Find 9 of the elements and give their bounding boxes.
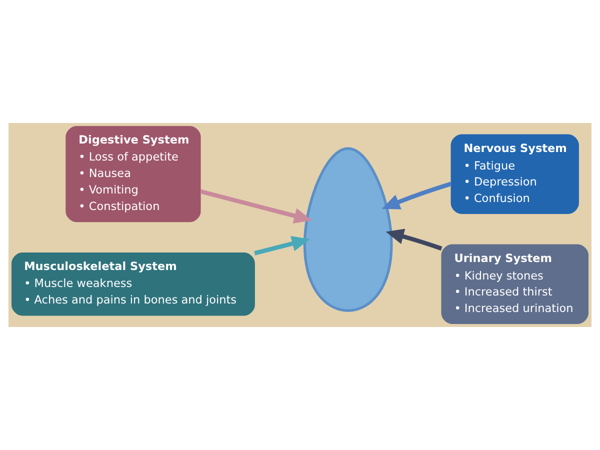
node-person xyxy=(303,147,393,312)
arrow xyxy=(382,182,452,210)
arrow xyxy=(200,189,312,224)
node-box: Musculoskeletal System • Muscle weakness • Aches and pains in bones and joints xyxy=(12,252,255,316)
node-box: Digestive System • Loss of appetite • Nausea • Vomiting • Constipation xyxy=(66,126,201,222)
node-box: Urinary System • Kidney stones • Increased thirst • Increased urination xyxy=(441,244,588,324)
arrow xyxy=(254,236,310,256)
node-box: Nervous System • Fatigue • Depression • Confusion xyxy=(450,134,579,214)
arrow xyxy=(386,228,442,251)
